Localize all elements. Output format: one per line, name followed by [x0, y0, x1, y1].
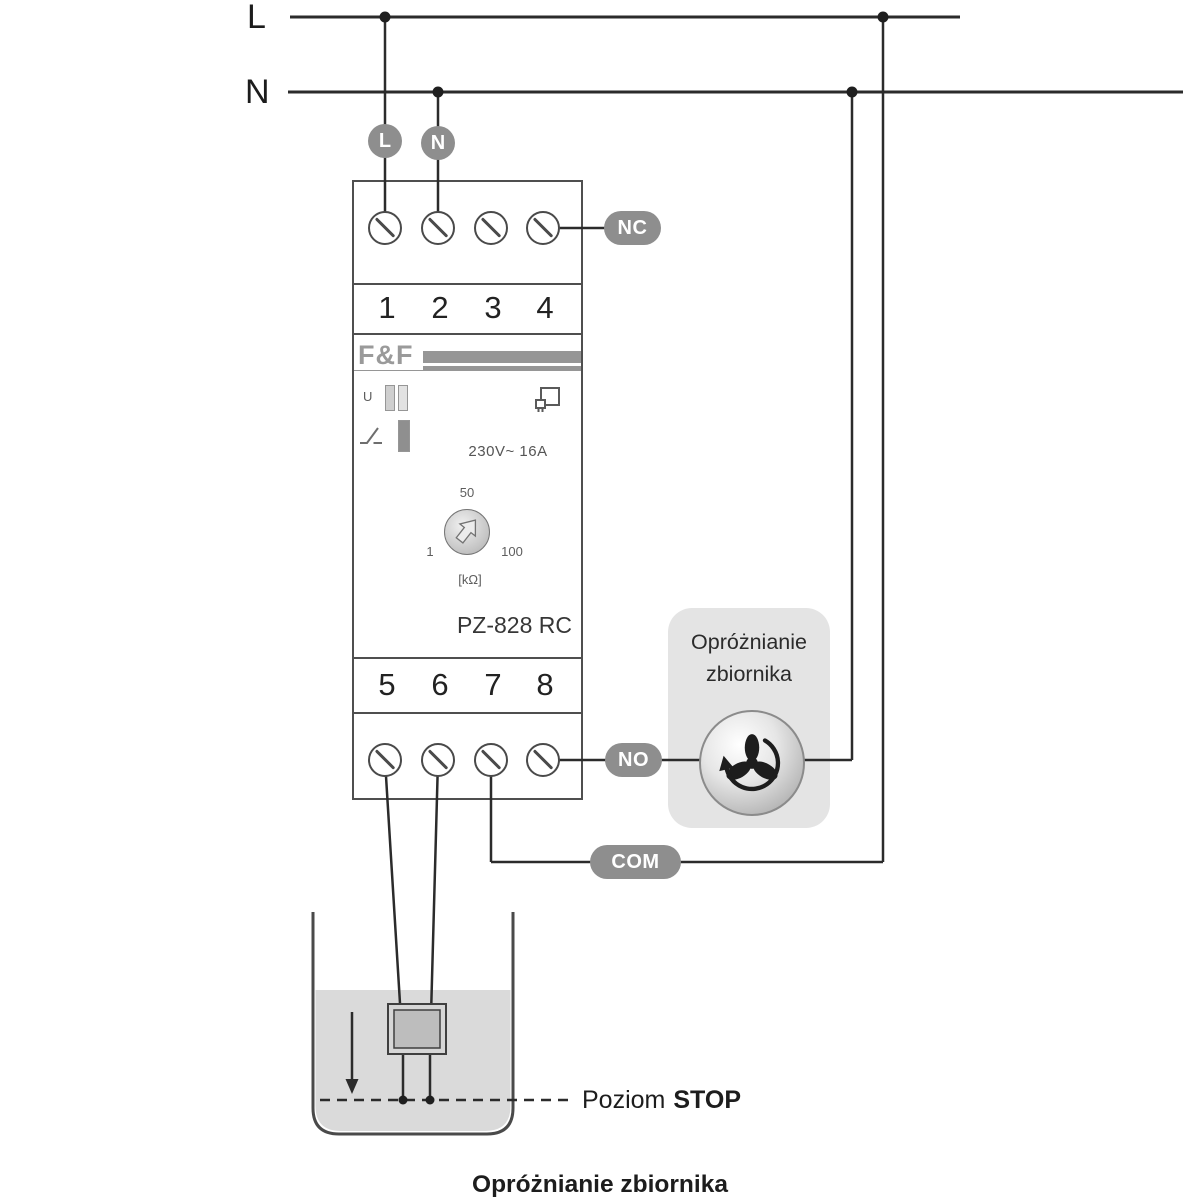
- screw-terminal-3-icon: [474, 211, 508, 245]
- l-badge: L: [368, 124, 402, 158]
- junction-dot: [846, 86, 858, 98]
- terminal-number-5: 5: [378, 667, 396, 702]
- dial-scale-max: 100: [501, 544, 523, 559]
- device-divider: [354, 333, 581, 335]
- diagram-caption: Opróżnianie zbiornika: [472, 1171, 728, 1198]
- com-label-pill: COM: [590, 845, 681, 879]
- led-bar-icon: [398, 385, 408, 411]
- n-rail-label: N: [245, 73, 270, 111]
- dial-scale-min: 1: [426, 544, 434, 559]
- stop-level-word: STOP: [673, 1086, 741, 1114]
- pump-symbol-icon: [719, 734, 781, 792]
- junction-dot: [379, 11, 391, 23]
- tank-walls: [311, 912, 515, 1136]
- probe-tip-dot: [425, 1095, 435, 1105]
- pump-callout-line1: Opróżnianie: [691, 630, 807, 654]
- brand-stripe-thin: [354, 366, 581, 371]
- pump-callout-line2: zbiornika: [705, 662, 793, 686]
- device-divider: [354, 283, 581, 285]
- screw-terminal-1-icon: [368, 211, 402, 245]
- led-u-label: U: [363, 389, 373, 404]
- terminal-number-3: 3: [484, 290, 502, 325]
- probe-holder-inner: [393, 1009, 441, 1049]
- led-bar-icon: [398, 420, 410, 452]
- probe-tip-dot: [398, 1095, 408, 1105]
- rating-text: 230V~ 16A: [468, 443, 548, 460]
- terminal-number-1: 1: [378, 290, 396, 325]
- relay-device-pz828rc: 1 2 3 4 F&F U 230V~ 16A 50 1: [352, 180, 583, 800]
- terminal-number-6: 6: [431, 667, 449, 702]
- level-drop-arrow-icon: [345, 1012, 359, 1094]
- junction-dot: [877, 11, 889, 23]
- no-label-pill: NO: [605, 743, 662, 777]
- dial-pointer-icon: [455, 519, 477, 544]
- screw-terminal-2-icon: [421, 211, 455, 245]
- pump-icon: [699, 710, 805, 816]
- terminal-number-4: 4: [536, 290, 554, 325]
- screw-terminal-5-icon: [368, 743, 402, 777]
- relay-contact-icon: [360, 427, 382, 444]
- output-relay-icon: [535, 387, 560, 412]
- led-bar-icon: [385, 385, 395, 411]
- screw-terminal-7-icon: [474, 743, 508, 777]
- nc-label-pill: NC: [604, 211, 661, 245]
- dial-unit: [kΩ]: [458, 572, 482, 587]
- screw-terminal-4-icon: [526, 211, 560, 245]
- terminal-number-8: 8: [536, 667, 554, 702]
- tank-water: [315, 990, 511, 1131]
- dial-scale-top: 50: [459, 485, 475, 500]
- device-divider: [354, 712, 581, 714]
- screw-terminal-6-icon: [421, 743, 455, 777]
- l-rail-label: L: [247, 0, 266, 36]
- device-divider: [354, 657, 581, 659]
- junction-dot: [432, 86, 444, 98]
- screw-terminal-8-icon: [526, 743, 560, 777]
- brand-logo: F&F: [354, 340, 424, 370]
- n-badge: N: [421, 126, 455, 160]
- model-name: PZ-828 RC: [456, 612, 572, 638]
- dial-knob: [444, 509, 490, 555]
- terminal-number-2: 2: [431, 290, 449, 325]
- terminal-number-7: 7: [484, 667, 502, 702]
- stop-level-prefix: Poziom: [582, 1086, 666, 1114]
